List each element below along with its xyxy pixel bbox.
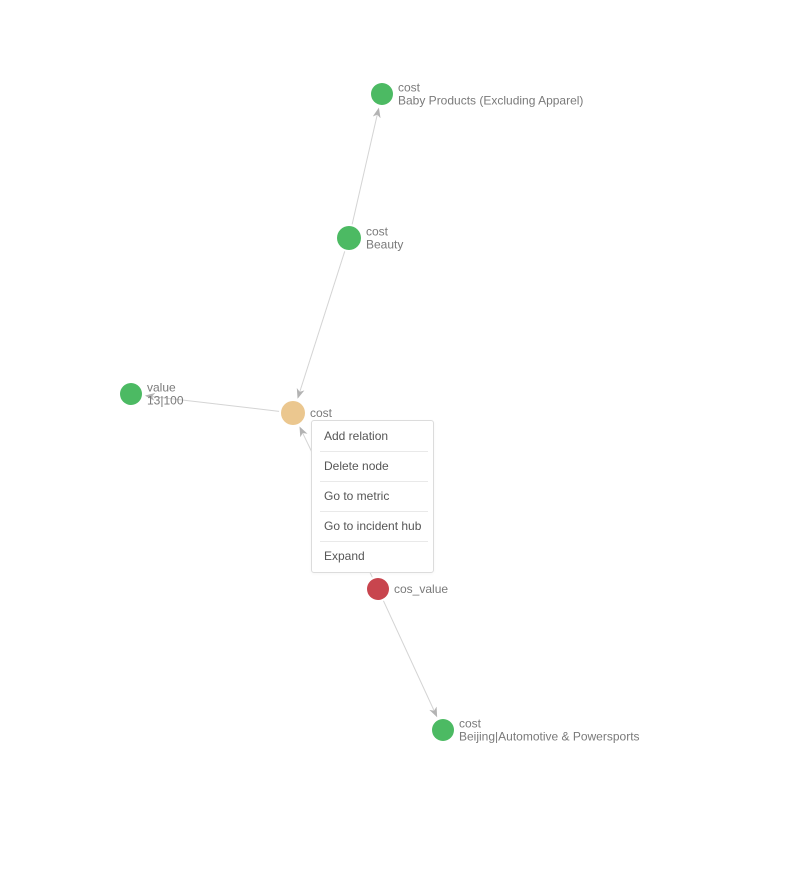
menu-item-expand[interactable]: Expand bbox=[324, 549, 365, 563]
menu-item-go-to-metric[interactable]: Go to metric bbox=[324, 489, 390, 503]
graph-node-beauty[interactable] bbox=[337, 226, 361, 250]
menu-divider bbox=[320, 541, 428, 542]
menu-item-go-to-incident-hub[interactable]: Go to incident hub bbox=[324, 519, 422, 533]
menu-divider bbox=[320, 511, 428, 512]
graph-node-value-13-100[interactable] bbox=[120, 383, 142, 405]
graph-edge-cos-value-to-beijing-auto bbox=[382, 600, 438, 718]
menu-item-add-relation[interactable]: Add relation bbox=[324, 429, 389, 443]
nodes-layer bbox=[120, 83, 454, 741]
graph-node-baby-products[interactable] bbox=[371, 83, 393, 105]
graph-node-cost-selected[interactable] bbox=[281, 401, 305, 425]
graph-edge-beauty-to-baby-products bbox=[351, 107, 381, 225]
graph-edge-cost-selected-to-value-13-100 bbox=[144, 392, 280, 412]
graph-edge-beauty-to-cost-selected bbox=[296, 251, 346, 399]
menu-divider bbox=[320, 481, 428, 482]
menu-item-delete-node[interactable]: Delete node bbox=[324, 459, 389, 473]
node-context-menu: Add relation Delete node Go to metric Go… bbox=[311, 420, 434, 573]
graph-node-cos-value[interactable] bbox=[367, 578, 389, 600]
menu-divider bbox=[320, 451, 428, 452]
graph-node-beijing-auto[interactable] bbox=[432, 719, 454, 741]
